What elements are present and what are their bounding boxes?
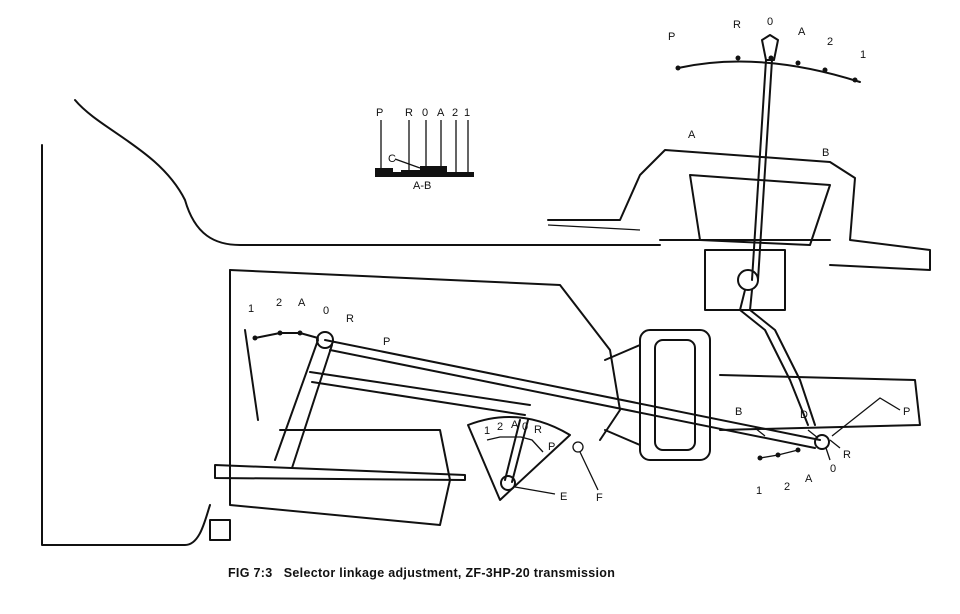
right-label-r: R [843,449,851,461]
top-dial-label-r: R [733,19,741,31]
inset-label-ab: A-B [413,180,431,192]
inset-label-p: P [376,107,383,119]
right-label-d: D [800,409,808,421]
console-assembly [547,149,931,311]
right-dial-label-a: A [805,473,813,485]
right-label-b: B [735,406,742,418]
sector-label-a: A [511,419,519,431]
sector-label-e: E [560,491,567,503]
left-dial-label-0: 0 [323,305,329,317]
left-dial-label-r: R [346,313,354,325]
top-selector-dial [675,34,861,426]
selector-sector-plate [467,416,599,501]
sector-label-p: P [548,441,555,453]
sector-label-1: 1 [484,425,490,437]
left-dial-label-2: 2 [276,297,282,309]
inset-label-c: C [388,153,396,165]
inset-label-a: A [437,107,445,119]
sector-label-2: 2 [497,421,503,433]
left-dial-label-a: A [298,297,306,309]
top-dial-label-2: 2 [827,36,833,48]
inset-label-2: 2 [452,107,458,119]
top-dial-label-p: P [668,31,675,43]
right-label-0: 0 [830,463,836,475]
gate-detail-inset [375,120,474,177]
sector-label-0: 0 [522,421,528,433]
sector-label-f: F [596,492,603,504]
console-label-b: B [822,147,829,159]
inset-label-0: 0 [422,107,428,119]
right-dial-label-1: 1 [756,485,762,497]
right-label-p: P [903,406,910,418]
transmission-housing [41,99,921,546]
left-label-p: P [383,336,390,348]
top-dial-label-0: 0 [767,16,773,28]
top-dial-label-a: A [798,26,806,38]
top-dial-label-1: 1 [860,49,866,61]
figure-caption: FIG 7:3 Selector linkage adjustment, ZF-… [228,566,616,580]
inset-label-1: 1 [464,107,470,119]
right-linkage-detail [754,397,901,461]
inset-label-r: R [405,107,413,119]
right-dial-label-2: 2 [784,481,790,493]
sector-label-r: R [534,424,542,436]
left-dial-label-1: 1 [248,303,254,315]
console-label-a: A [688,129,696,141]
gearbox-selector-lever [244,329,821,469]
